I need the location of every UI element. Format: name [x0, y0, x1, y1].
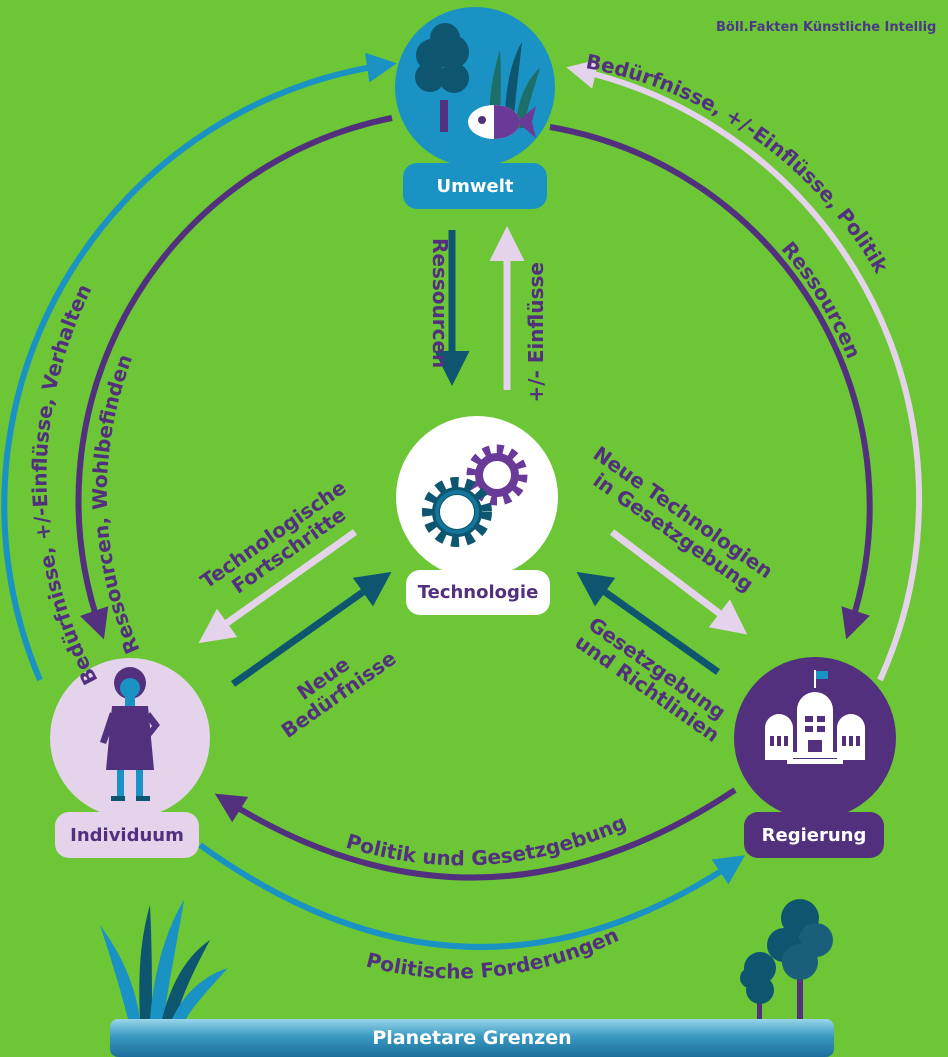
label-technologie-to-umwelt: +/- Einflüsse — [524, 262, 548, 403]
technologie-node — [396, 416, 558, 578]
government-building-icon — [765, 670, 865, 764]
individuum-label: Individuum — [55, 812, 199, 858]
tree-fish-grass-icon — [415, 23, 540, 139]
arrow-regierung-to-technologie — [576, 571, 721, 675]
source-credit: Böll.Fakten Künstliche Intellig — [716, 20, 937, 35]
arrow-regierung-to-umwelt — [566, 59, 923, 682]
umwelt-node — [395, 7, 555, 167]
label-umwelt-to-regierung-text: Ressourcen — [777, 237, 866, 362]
person-icon — [100, 667, 160, 801]
grass-icon — [100, 900, 228, 1019]
regierung-node — [734, 657, 896, 819]
individuum-node — [50, 658, 210, 818]
technologie-label: Technologie — [406, 570, 550, 615]
label-regierung-to-technologie: Gesetzgebung und Richtlinien — [571, 612, 737, 747]
umwelt-label: Umwelt — [403, 163, 547, 209]
label-umwelt-to-regierung: Ressourcen — [777, 237, 866, 362]
trees-icon — [740, 899, 833, 1019]
label-umwelt-to-technologie: Ressourcen — [428, 238, 452, 368]
arrow-umwelt-to-individuum — [75, 115, 393, 640]
label-regierung-to-umwelt: Bedürfnisse, +/-Einflüsse, Politik — [584, 49, 894, 277]
arrow-regierung-to-individuum — [214, 787, 737, 881]
arrow-umwelt-to-regierung — [549, 124, 873, 640]
planetary-boundaries-label: Planetare Grenzen — [372, 1027, 572, 1049]
label-technologie-to-regierung-line1: Neue Technologien — [589, 441, 777, 583]
arrow-individuum-to-umwelt — [1, 52, 397, 682]
planetary-boundaries-bar: Planetare Grenzen — [110, 1019, 834, 1057]
gears-icon — [422, 444, 528, 547]
arrow-individuum-to-technologie — [230, 571, 392, 687]
arrow-technologie-to-regierung — [609, 529, 748, 635]
arrow-technologie-to-individuum — [198, 529, 358, 644]
regierung-label: Regierung — [744, 812, 884, 858]
arrow-individuum-to-regierung — [198, 842, 745, 950]
label-regierung-to-umwelt-text: Bedürfnisse, +/-Einflüsse, Politik — [584, 49, 894, 277]
